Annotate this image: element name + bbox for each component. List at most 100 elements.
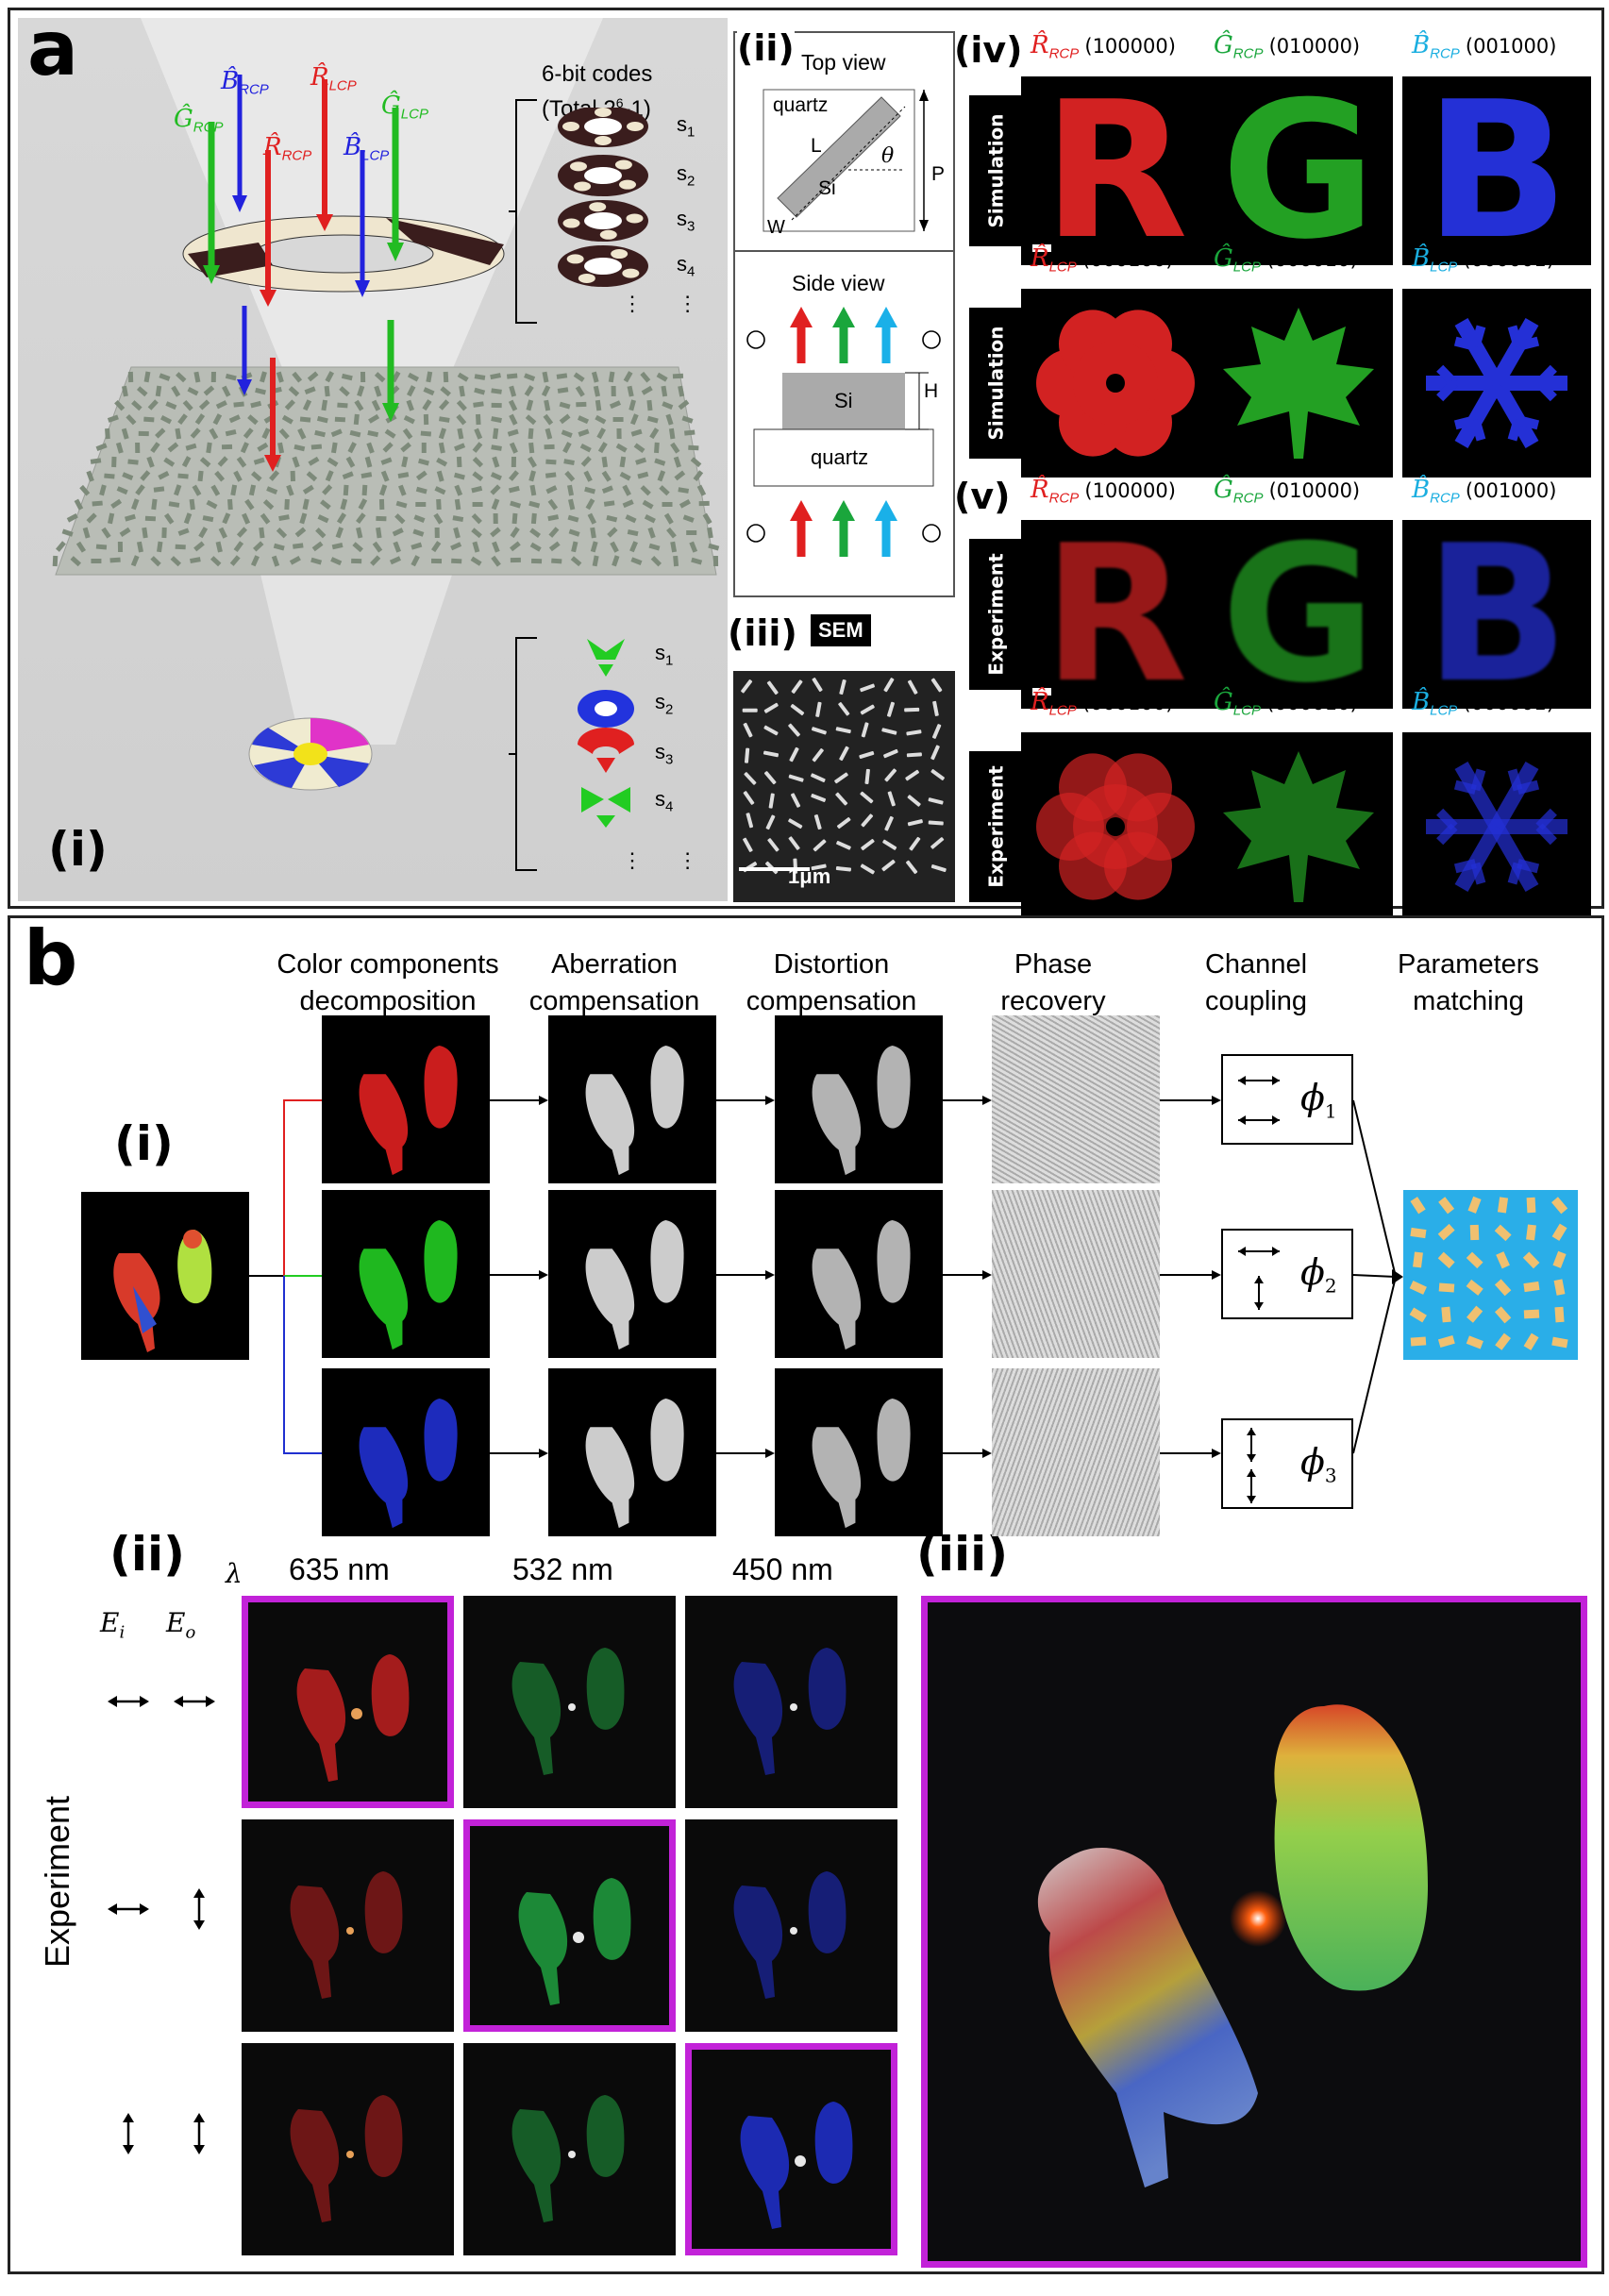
- brick: [684, 429, 696, 436]
- brick: [647, 527, 656, 539]
- brick: [616, 427, 622, 440]
- brick: [122, 472, 134, 481]
- sem-rod: [931, 724, 942, 739]
- meta-atom: [1552, 1250, 1567, 1268]
- meta-atom: [1526, 1197, 1536, 1214]
- brick: [176, 372, 187, 383]
- phase-image: [992, 1368, 1160, 1536]
- brick: [336, 512, 347, 525]
- hologram-image: [242, 2043, 454, 2255]
- coupling-box: ϕ1: [1221, 1054, 1353, 1145]
- brick: [159, 414, 173, 425]
- sem-rod: [763, 750, 779, 758]
- brick: [678, 399, 690, 411]
- brick: [397, 472, 410, 479]
- meta-atom: [1466, 1251, 1483, 1269]
- brick: [92, 500, 103, 507]
- meta-atom: [1497, 1197, 1509, 1214]
- brick: [402, 427, 413, 440]
- brick: [567, 514, 579, 523]
- brick: [142, 527, 148, 539]
- brick: [627, 385, 634, 397]
- brick: [177, 528, 190, 536]
- brick: [289, 555, 301, 565]
- sem-rod: [768, 793, 775, 809]
- brick: [353, 413, 360, 426]
- beam-label-b-rcp: B̂RCP: [221, 67, 269, 98]
- brick: [294, 527, 307, 538]
- sem-rod: [788, 818, 803, 830]
- brick: [374, 385, 382, 397]
- sem-rod: [744, 772, 757, 785]
- meta-atom: [1437, 1251, 1455, 1269]
- result-image: [1402, 732, 1591, 921]
- brick: [194, 413, 206, 426]
- brick: [210, 484, 221, 496]
- brick: [310, 444, 323, 450]
- aberration-image: [548, 1015, 716, 1183]
- hologram-image: [463, 2043, 676, 2255]
- brick: [583, 470, 593, 482]
- brick: [269, 470, 280, 481]
- result-image: B: [1402, 76, 1591, 265]
- brick: [171, 385, 181, 397]
- coupling-box: ϕ2: [1221, 1229, 1353, 1319]
- brick: [228, 414, 241, 424]
- sem-rod: [860, 791, 874, 804]
- distortion-image: [775, 1368, 943, 1536]
- sem-rod: [861, 813, 874, 828]
- sem-rod: [811, 794, 827, 802]
- brick: [507, 428, 519, 437]
- brick: [708, 543, 720, 551]
- brick: [492, 427, 499, 440]
- brick: [175, 427, 182, 440]
- sem-rod: [881, 859, 896, 872]
- meta-atom: [1466, 1279, 1483, 1296]
- sem-rod: [743, 722, 753, 738]
- result-image: G: [1204, 520, 1393, 709]
- brick: [545, 485, 558, 494]
- polarization-arrow: [790, 307, 813, 327]
- brick: [528, 470, 536, 482]
- brick: [492, 541, 500, 553]
- panel-b-sub-i: (i): [114, 1116, 174, 1171]
- result-header: R̂RCP (100000): [1031, 31, 1176, 62]
- brick: [95, 443, 108, 452]
- hologram-image: [242, 1596, 454, 1808]
- sem-rods: [741, 678, 947, 875]
- brick: [544, 399, 551, 411]
- brick: [426, 371, 433, 383]
- phi-label: ϕ2: [1300, 1251, 1337, 1298]
- sem-rod: [837, 817, 851, 830]
- sem-rod: [860, 683, 876, 693]
- meta-atom: [1410, 1336, 1427, 1347]
- brick: [511, 456, 517, 468]
- brick: [510, 541, 521, 552]
- brick: [471, 528, 482, 539]
- brick: [712, 555, 719, 567]
- brick: [225, 428, 237, 437]
- brick: [221, 444, 233, 450]
- brick: [315, 528, 327, 539]
- brick: [182, 399, 193, 411]
- brick: [625, 514, 637, 524]
- brick: [143, 371, 151, 383]
- brick: [376, 527, 382, 539]
- result-shape: [1426, 318, 1567, 448]
- meta-atom: [1554, 1306, 1565, 1323]
- sem-rod: [788, 723, 800, 737]
- polarization-arrow: [832, 500, 855, 521]
- sem-rod: [767, 838, 779, 852]
- sem-rod: [861, 722, 869, 738]
- sem-rod: [930, 769, 945, 780]
- brick: [247, 414, 259, 426]
- brick: [679, 498, 691, 509]
- brick: [177, 413, 188, 425]
- brick: [222, 512, 231, 525]
- wavelength-532: 532 nm: [512, 1552, 613, 1586]
- brick: [82, 527, 91, 539]
- brick: [678, 487, 690, 494]
- brick: [596, 427, 607, 440]
- row-label: Simulation: [969, 308, 1024, 459]
